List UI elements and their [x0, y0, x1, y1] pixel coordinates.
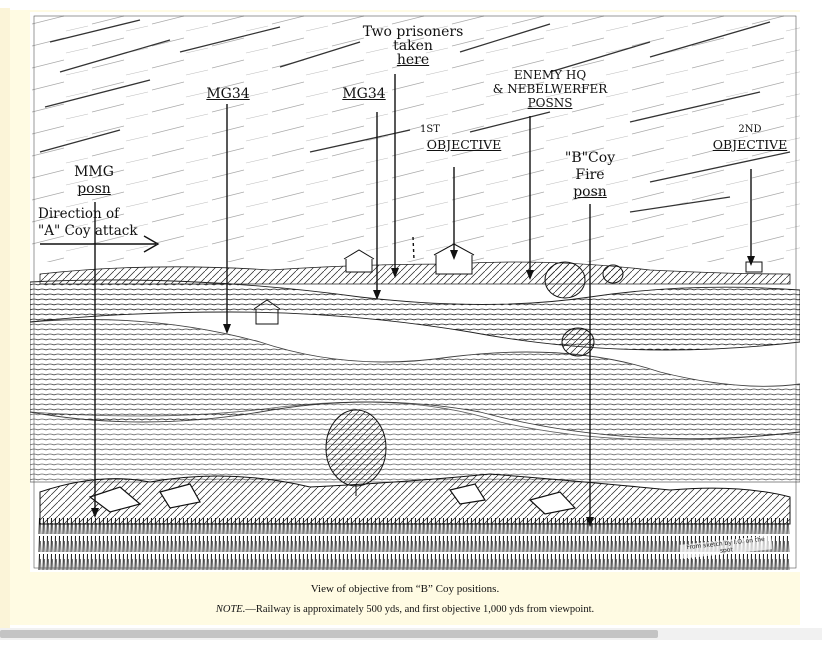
page-margin: [0, 8, 10, 628]
label-line: "A" Coy attack: [38, 223, 138, 239]
note-text: —Railway is approximately 500 yds, and f…: [245, 604, 595, 615]
figure-note: NOTE.—Railway is approximately 500 yds, …: [10, 604, 800, 615]
label-mg34-left: MG34: [200, 86, 256, 103]
landscape-sketch-image: [30, 12, 800, 572]
label-line: MG34: [206, 86, 250, 102]
label-line: OBJECTIVE: [712, 137, 788, 152]
label-line: OBJECTIVE: [426, 137, 502, 152]
label-second-objective: 2ND OBJECTIVE: [702, 122, 798, 152]
label-line: MMG: [74, 164, 114, 180]
label-line: taken: [393, 38, 433, 54]
label-line: & NEBELWERFER: [492, 82, 608, 96]
label-line: Fire: [575, 167, 605, 183]
label-mmg-posn: MMG posn: [64, 164, 124, 198]
label-line: Direction of: [38, 206, 120, 222]
label-line: 2ND: [738, 124, 762, 135]
label-line: ENEMY HQ: [513, 68, 587, 82]
label-b-coy-fire-posn: "B"Coy Fire posn: [550, 150, 630, 201]
sketch-figure: Two prisoners taken here MG34 MG34 ENEMY…: [30, 12, 800, 572]
label-two-prisoners: Two prisoners taken here: [348, 24, 478, 69]
label-line: 1ST: [420, 124, 440, 135]
label-line: Two prisoners: [362, 24, 464, 40]
label-line: POSNS: [527, 96, 573, 110]
note-label: NOTE.: [215, 604, 246, 615]
label-line: posn: [573, 184, 607, 200]
label-mg34-center: MG34: [336, 86, 392, 103]
label-line: here: [396, 52, 430, 68]
label-direction-of-attack: Direction of "A" Coy attack: [38, 206, 168, 240]
label-enemy-hq: ENEMY HQ & NEBELWERFER POSNS: [488, 68, 612, 110]
label-line: "B"Coy: [564, 150, 616, 166]
label-line: MG34: [342, 86, 386, 102]
label-first-objective: 1ST OBJECTIVE: [414, 122, 514, 152]
label-line: posn: [77, 181, 111, 197]
horizontal-scrollbar-thumb[interactable]: [0, 630, 658, 638]
figure-caption: View of objective from “B” Coy positions…: [310, 583, 500, 595]
